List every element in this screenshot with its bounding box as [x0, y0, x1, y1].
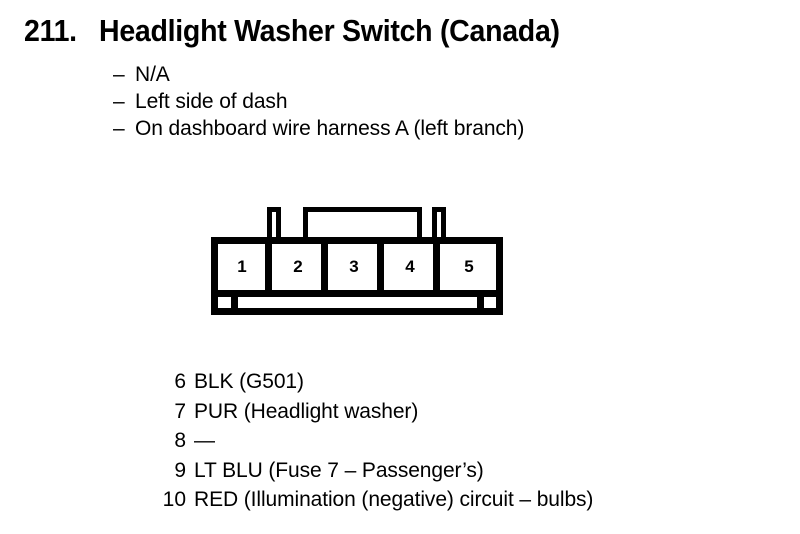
pin-assignment-number: 7 [174, 399, 186, 423]
description-list: – N/A – Left side of dash – On dashboard… [113, 63, 524, 144]
description-item: – N/A [113, 63, 524, 90]
pin-assignment-label: — [194, 429, 215, 452]
description-text: On dashboard wire harness A (left branch… [135, 117, 525, 140]
page-header: 211. Headlight Washer Switch (Canada) [24, 13, 600, 49]
dash-bullet-icon: – [113, 63, 125, 86]
pin-assignment-list: 6 BLK (G501) 7 PUR (Headlight washer) 8 … [120, 370, 594, 518]
description-text: Left side of dash [135, 90, 288, 113]
pin-assignment-row: 6 BLK (G501) [120, 370, 593, 400]
description-item: – Left side of dash [113, 90, 524, 117]
dash-bullet-icon: – [113, 117, 125, 140]
pin-number-1: 1 [237, 257, 246, 276]
locking-tab-center-icon [303, 207, 422, 238]
pin-number-5: 5 [464, 257, 473, 276]
pin-assignment-number: 9 [174, 458, 186, 482]
pin-assignment-label: BLK (G501) [194, 370, 304, 393]
dash-bullet-icon: – [113, 90, 125, 113]
pin-assignment-number: 8 [174, 429, 186, 452]
locking-tab-left-icon [267, 207, 281, 238]
connector-body [211, 237, 503, 315]
pin-assignment-row: 10 RED (Illumination (negative) circuit … [120, 488, 594, 518]
pin-assignment-label: RED (Illumination (negative) circuit – b… [194, 488, 594, 511]
page-title: Headlight Washer Switch (Canada) [99, 13, 561, 48]
locking-tab-right-icon [432, 207, 446, 238]
pin-number-2: 2 [293, 257, 302, 276]
pin-assignment-number: 10 [162, 488, 186, 511]
pin-assignment-number: 6 [174, 370, 186, 393]
connector-svg: 1 2 3 4 5 [211, 207, 503, 315]
description-text: N/A [135, 63, 170, 86]
pin-number-4: 4 [405, 257, 415, 276]
pin-assignment-row: 7 PUR (Headlight washer) [120, 400, 593, 430]
pin-assignment-label: PUR (Headlight washer) [194, 399, 419, 423]
pin-cell-dividers [265, 237, 440, 294]
section-number: 211. [24, 13, 77, 48]
connector-diagram: 1 2 3 4 5 [205, 200, 515, 325]
connector-outline: 1 2 3 4 5 [211, 207, 503, 315]
description-item: – On dashboard wire harness A (left bran… [113, 117, 524, 144]
pin-assignment-row: 9 LT BLU (Fuse 7 – Passenger’s) [120, 459, 593, 489]
pin-assignment-row: 8 — [120, 429, 593, 459]
pin-number-3: 3 [349, 257, 358, 276]
pin-assignment-label: LT BLU (Fuse 7 – Passenger’s) [194, 458, 484, 482]
